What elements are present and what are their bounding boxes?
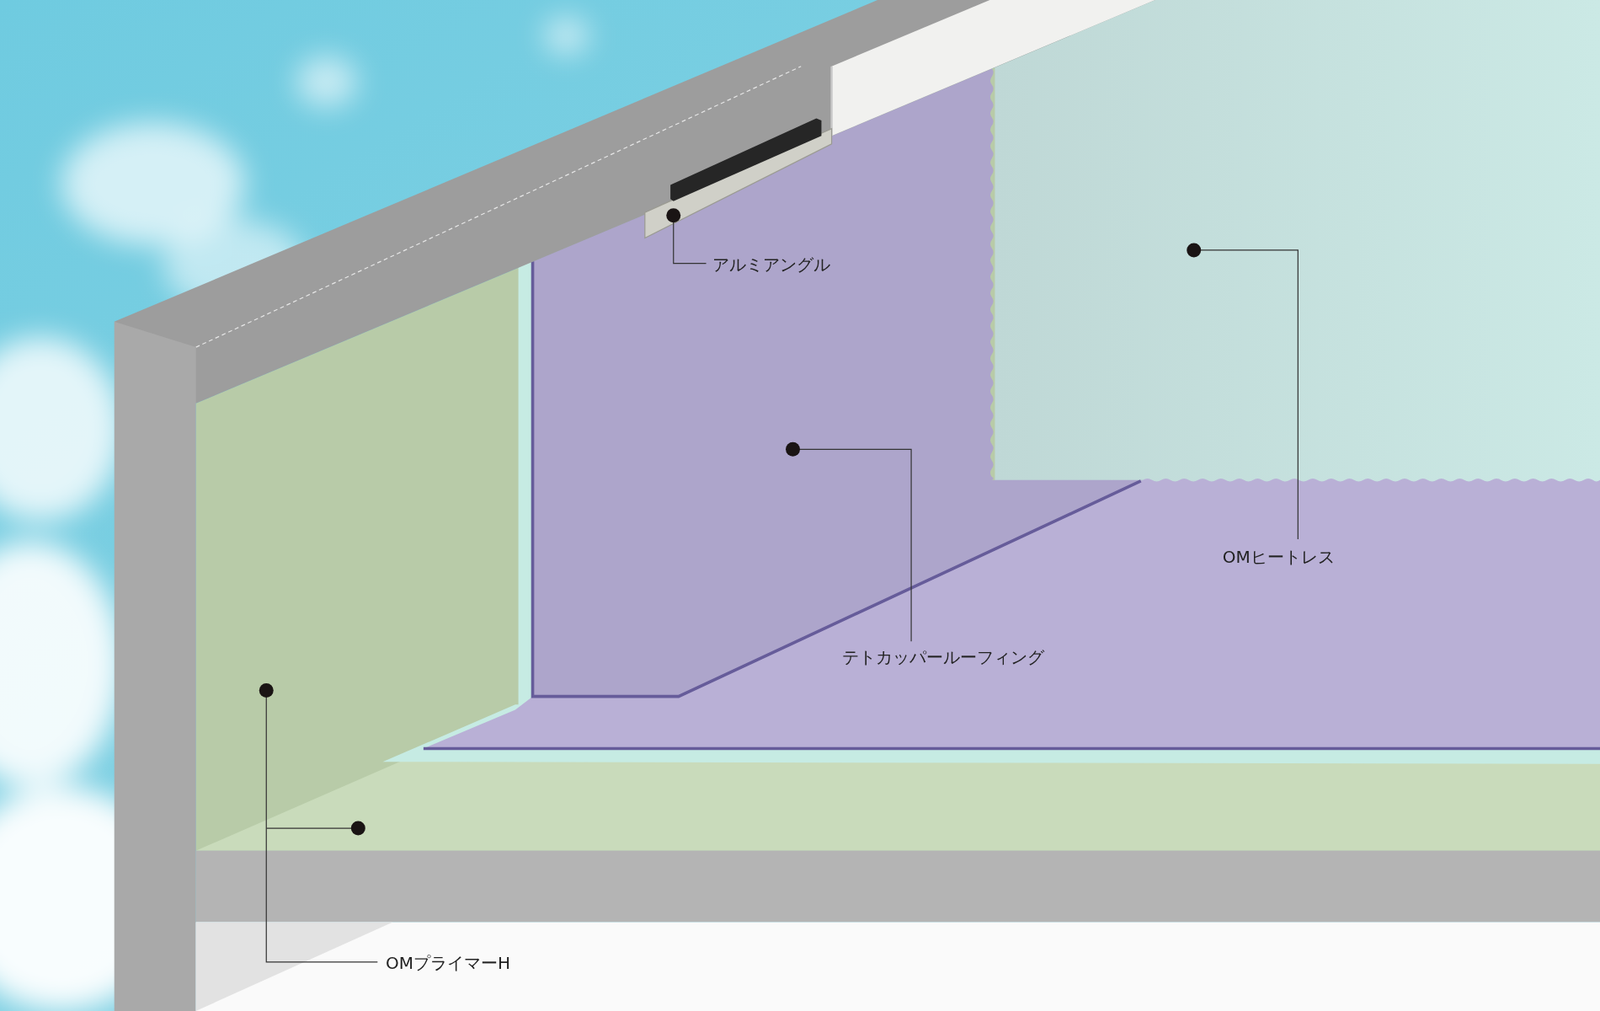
aluminium-angle	[645, 128, 832, 239]
parapet-cap	[832, 0, 1156, 136]
below-slab	[196, 922, 1600, 1011]
callout-dots	[259, 208, 1201, 835]
roofing-floor	[423, 478, 1600, 749]
hidden-edge	[196, 66, 802, 347]
roof-slab	[114, 0, 1156, 404]
callout-label: OMプライマーH	[385, 952, 511, 973]
callout-label: アルミアングル	[712, 254, 831, 275]
parapet-cap-edge	[830, 66, 832, 136]
leader-lines	[266, 215, 1298, 962]
sealant-bar	[670, 118, 822, 202]
heatless-underlay-edge	[518, 259, 534, 707]
below-slab-shade	[196, 922, 394, 1011]
floor-slab	[196, 850, 1600, 923]
roofing-edge	[533, 261, 1142, 696]
callout-label: テトカッパールーフィング	[842, 646, 1045, 667]
callout-label: OMヒートレス	[1222, 546, 1335, 567]
roofing-edge	[423, 746, 1600, 751]
side-wall	[114, 321, 197, 1011]
wall-surface	[196, 0, 1600, 851]
